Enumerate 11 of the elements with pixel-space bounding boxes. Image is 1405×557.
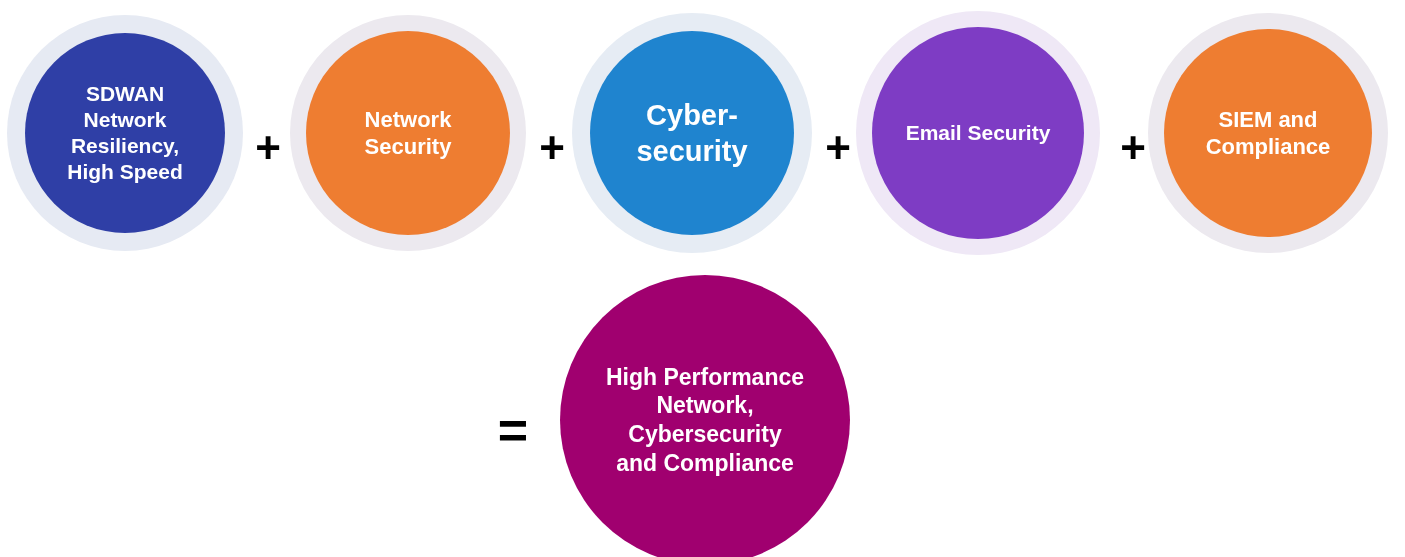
operator-symbol: = [497,404,529,456]
node-text: Cyber- security [635,97,749,169]
node-text: SIEM and Compliance [1204,105,1332,161]
operator-symbol: + [539,126,565,170]
operator-symbol: + [1120,126,1146,170]
node-text: Network Security [363,105,453,161]
operator-symbol: + [825,126,851,170]
operator-symbol: + [255,126,281,170]
node-text: SDWAN Network Resiliency, High Speed [66,80,184,186]
node-text: Email Security [904,119,1052,146]
node-text: High Performance Network, Cybersecurity and Compliance [605,362,805,478]
